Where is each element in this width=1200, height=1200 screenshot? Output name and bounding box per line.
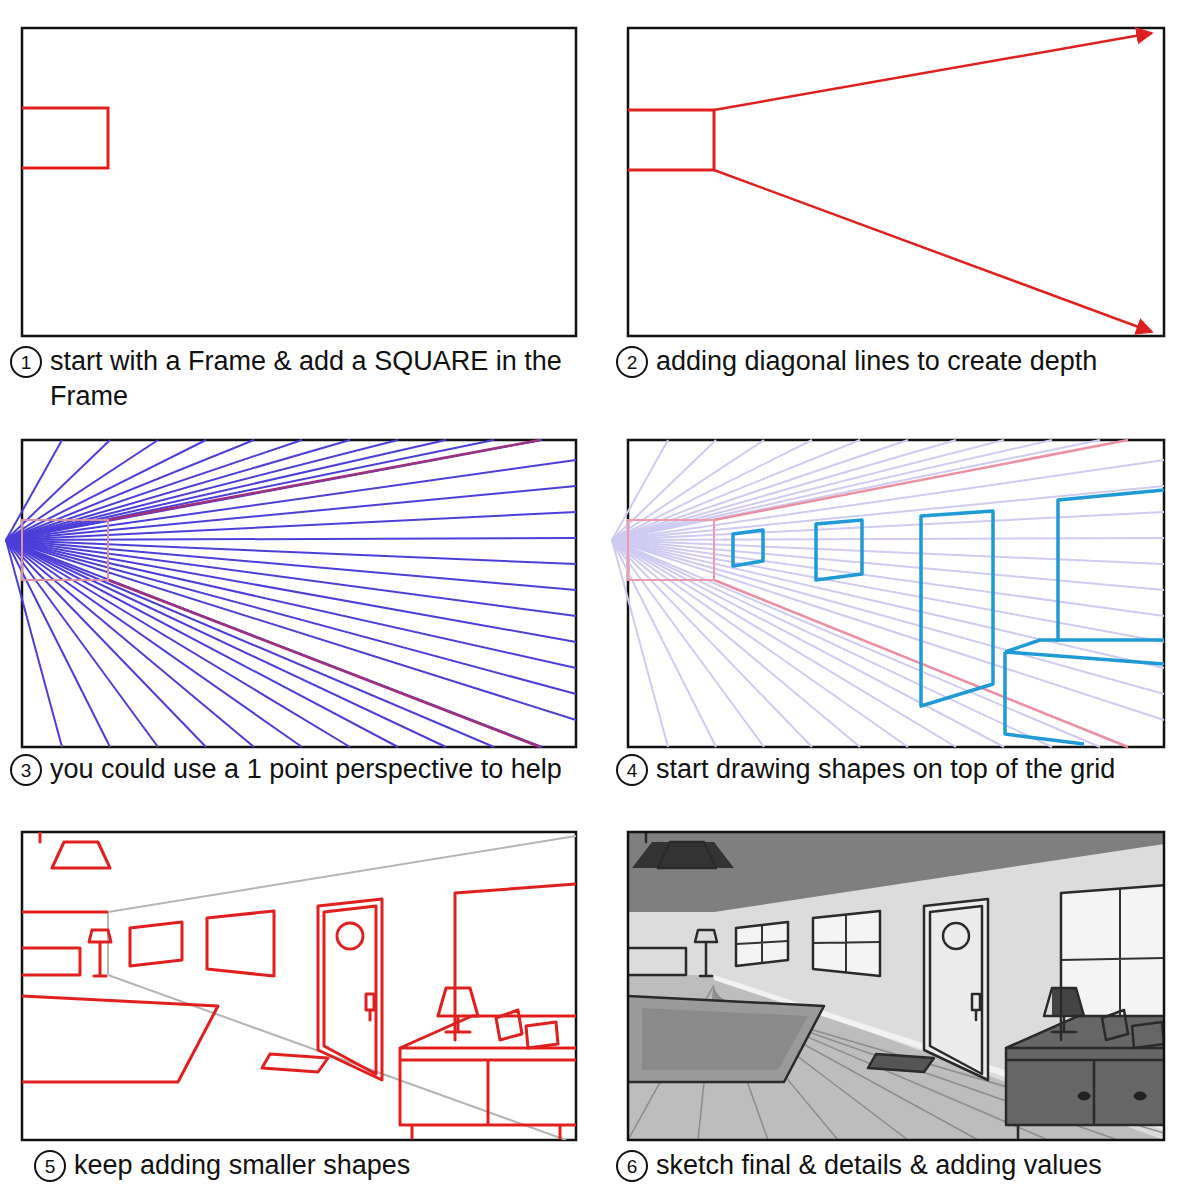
square bbox=[628, 520, 714, 580]
perspective-grid bbox=[6, 440, 576, 747]
step-text: you could use a 1 point perspective to h… bbox=[50, 752, 562, 787]
perspective-ray bbox=[6, 540, 446, 747]
ceiling-lamp bbox=[632, 842, 734, 868]
step-text: keep adding smaller shapes bbox=[74, 1148, 410, 1183]
square bbox=[628, 110, 714, 170]
panel-six bbox=[628, 832, 1188, 1140]
step-caption: 6sketch final & details & adding values bbox=[616, 1148, 1196, 1183]
step-text: sketch final & details & adding values bbox=[656, 1148, 1102, 1183]
step-text: start with a Frame & add a SQUARE in the… bbox=[50, 344, 585, 413]
window-shape bbox=[816, 520, 862, 580]
perspective-ray bbox=[6, 440, 398, 540]
room-lines bbox=[108, 836, 576, 1140]
panel-one bbox=[22, 28, 576, 336]
frame bbox=[628, 832, 1164, 1140]
perspective-ray bbox=[6, 540, 254, 747]
perspective-ray bbox=[6, 540, 542, 747]
step-text: start drawing shapes on top of the grid bbox=[656, 752, 1115, 787]
perspective-ray bbox=[6, 540, 576, 590]
depth-line bbox=[714, 170, 1152, 332]
frame bbox=[628, 28, 1164, 336]
perspective-ray bbox=[6, 440, 542, 540]
room-sketch bbox=[22, 832, 576, 1138]
step-caption: 3you could use a 1 point perspective to … bbox=[10, 752, 585, 787]
rug bbox=[642, 1008, 808, 1070]
window-shape bbox=[733, 530, 763, 566]
rug bbox=[628, 996, 824, 1082]
depth-line bbox=[714, 33, 1152, 110]
depth-line bbox=[108, 440, 540, 520]
room-sketch bbox=[628, 832, 1164, 1138]
perspective-ray bbox=[6, 540, 576, 642]
step-number: 5 bbox=[34, 1150, 66, 1182]
perspective-ray bbox=[6, 486, 576, 540]
perspective-ray bbox=[612, 540, 1164, 668]
perspective-ray bbox=[612, 538, 1164, 540]
step-caption: 4start drawing shapes on top of the grid bbox=[616, 752, 1191, 787]
perspective-ray bbox=[6, 540, 576, 694]
perspective-ray bbox=[6, 440, 446, 540]
panel-five bbox=[22, 832, 576, 1140]
perspective-ray bbox=[6, 540, 576, 668]
frame bbox=[22, 28, 576, 336]
step-number: 4 bbox=[616, 754, 648, 786]
perspective-ray bbox=[612, 540, 1164, 590]
perspective-ray bbox=[612, 540, 1164, 642]
perspective-ray bbox=[612, 540, 1164, 720]
perspective-ray bbox=[6, 538, 576, 540]
perspective-ray bbox=[612, 486, 1164, 540]
depth-line bbox=[108, 580, 540, 747]
frame bbox=[22, 832, 576, 1140]
door bbox=[924, 899, 988, 1080]
panel-four bbox=[612, 440, 1164, 747]
perspective-ray bbox=[612, 540, 860, 747]
blue-shapes bbox=[733, 490, 1164, 744]
panel-two bbox=[628, 28, 1164, 336]
perspective-ray bbox=[6, 440, 494, 540]
door-shape bbox=[921, 511, 993, 706]
square bbox=[22, 520, 108, 580]
perspective-ray bbox=[612, 512, 1164, 540]
step-number: 6 bbox=[616, 1150, 648, 1182]
perspective-ray bbox=[6, 440, 254, 540]
dresser bbox=[1006, 1016, 1164, 1125]
perspective-ray bbox=[612, 540, 1164, 694]
perspective-grid bbox=[612, 440, 1164, 747]
perspective-ray bbox=[612, 440, 1052, 540]
perspective-ray bbox=[6, 540, 302, 747]
perspective-ray bbox=[6, 540, 158, 747]
perspective-ray bbox=[6, 540, 398, 747]
perspective-ray bbox=[6, 540, 576, 720]
cabinet-shape bbox=[1005, 640, 1164, 744]
handles bbox=[1078, 1092, 1146, 1100]
step-text: adding diagonal lines to create depth bbox=[656, 344, 1097, 379]
perspective-ray bbox=[6, 540, 494, 747]
step-caption: 1start with a Frame & add a SQUARE in th… bbox=[10, 344, 585, 413]
step-caption: 2adding diagonal lines to create depth bbox=[616, 344, 1191, 379]
perspective-ray bbox=[612, 440, 1100, 540]
perspective-ray bbox=[6, 460, 576, 540]
perspective-ray bbox=[612, 540, 764, 747]
step-number: 1 bbox=[10, 346, 42, 378]
perspective-ray bbox=[612, 460, 1164, 540]
perspective-ray bbox=[612, 540, 668, 747]
perspective-ray bbox=[6, 512, 576, 540]
step-number: 3 bbox=[10, 754, 42, 786]
step-caption: 5keep adding smaller shapes bbox=[34, 1148, 594, 1183]
perspective-ray bbox=[612, 440, 1004, 540]
square bbox=[22, 108, 108, 168]
perspective-ray bbox=[6, 540, 62, 747]
room-lines bbox=[22, 911, 108, 914]
window-shape bbox=[1058, 490, 1164, 642]
depth-line bbox=[714, 440, 1128, 520]
frame bbox=[628, 440, 1164, 747]
step-number: 2 bbox=[616, 346, 648, 378]
panel-three bbox=[6, 440, 576, 747]
